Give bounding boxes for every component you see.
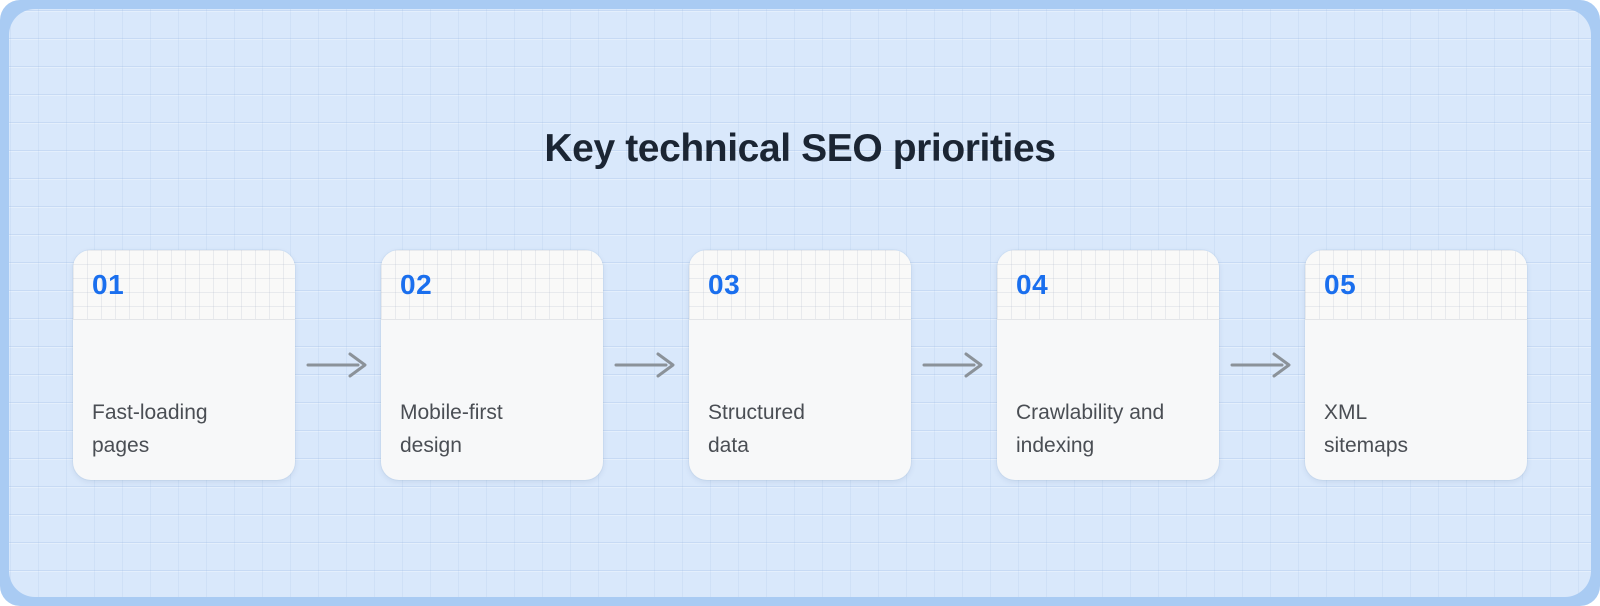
step-card-body: Fast-loading pages	[73, 320, 295, 480]
connector-4	[1219, 250, 1305, 480]
connector-3	[911, 250, 997, 480]
step-card-header: 05	[1305, 250, 1527, 320]
arrow-right-icon	[306, 352, 367, 378]
step-card-header: 03	[689, 250, 911, 320]
grid-panel: Key technical SEO priorities 01 Fast-loa…	[9, 9, 1591, 597]
step-card-5: 05 XML sitemaps	[1305, 250, 1527, 480]
step-number: 03	[708, 268, 741, 300]
step-card-2: 02 Mobile-first design	[381, 250, 603, 480]
arrow-right-icon	[1230, 352, 1291, 378]
step-label: Mobile-first design	[400, 401, 503, 457]
connector-2	[603, 250, 689, 480]
steps-flow: 01 Fast-loading pages 02	[9, 250, 1591, 480]
step-number: 01	[92, 268, 125, 300]
step-card-4: 04 Crawlability and indexing	[997, 250, 1219, 480]
step-number: 04	[1016, 268, 1049, 300]
step-card-header: 04	[997, 250, 1219, 320]
step-card-body: Mobile-first design	[381, 320, 603, 480]
step-card-body: Crawlability and indexing	[997, 320, 1219, 480]
step-card-header: 02	[381, 250, 603, 320]
arrow-right-icon	[614, 352, 675, 378]
step-card-3: 03 Structured data	[689, 250, 911, 480]
page-title: Key technical SEO priorities	[544, 127, 1056, 170]
step-card-header: 01	[73, 250, 295, 320]
step-number: 05	[1324, 268, 1357, 300]
connector-1	[295, 250, 381, 480]
step-card-body: XML sitemaps	[1305, 320, 1527, 480]
step-number: 02	[400, 268, 433, 300]
step-card-body: Structured data	[689, 320, 911, 480]
step-label: Structured data	[708, 401, 805, 457]
step-label: Crawlability and indexing	[1016, 401, 1165, 457]
step-card-1: 01 Fast-loading pages	[73, 250, 295, 480]
step-label: Fast-loading pages	[92, 401, 208, 457]
step-label: XML sitemaps	[1324, 401, 1409, 457]
arrow-right-icon	[922, 352, 983, 378]
